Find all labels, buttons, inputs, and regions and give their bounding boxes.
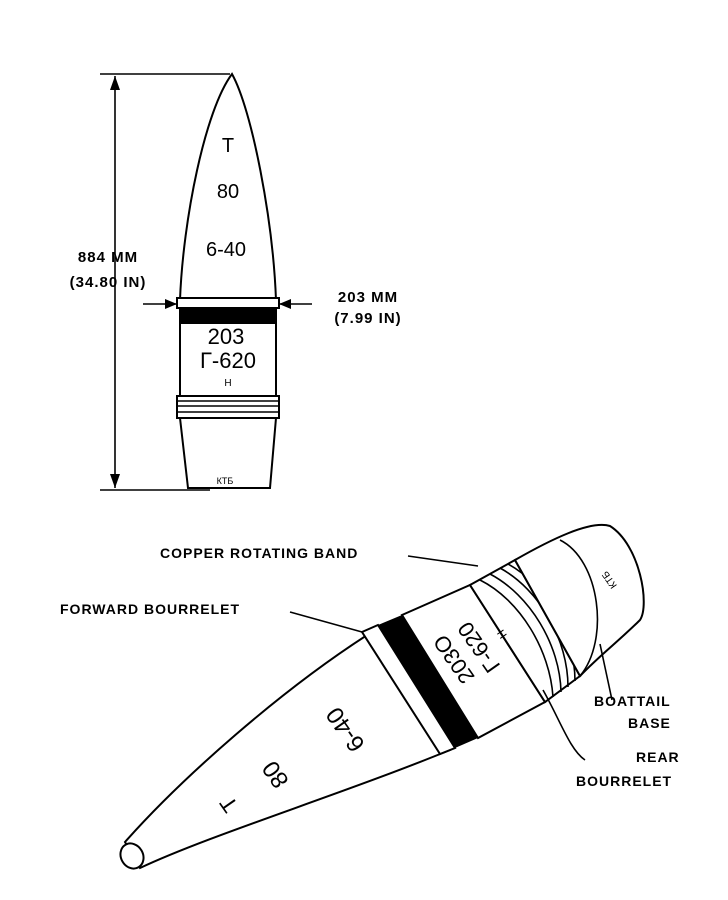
label-forward-bourrelet: FORWARD BOURRELET (60, 601, 240, 617)
marking-band (179, 309, 277, 323)
label-rear-line1: REAR (636, 749, 680, 765)
arrowhead-right-icon (165, 299, 177, 309)
boattail (178, 417, 278, 489)
nose-tip (119, 842, 145, 870)
leader-rear-bourrelet (542, 689, 586, 761)
band-groove-b (489, 573, 562, 693)
side-view-projectile: T 80 6-40 203 Г-620 Н КТБ 884 MM (34.80 … (70, 72, 401, 491)
label-boattail-line1: BOATTAIL (594, 693, 671, 709)
base-mark: КТБ (217, 476, 234, 486)
label-rear-line2: BOURRELET (576, 773, 672, 789)
band-groove-a (479, 579, 554, 698)
body-mark-n: Н (224, 378, 231, 389)
arrowhead-left-icon (279, 299, 291, 309)
arrowhead-up-icon (110, 76, 120, 90)
leader-boattail (599, 643, 613, 701)
diameter-in-label: (7.99 IN) (334, 310, 401, 327)
forward-bourrelet-ring (176, 297, 280, 309)
length-mm-label: 884 MM (78, 249, 138, 266)
perspective-marking-band (378, 615, 478, 748)
nose-mark-80: 80 (217, 181, 239, 203)
cylindrical-body (179, 322, 277, 397)
body-mark-203: 203 (208, 324, 245, 349)
nose-mark-t: T (222, 135, 234, 157)
arrowhead-down-icon (110, 474, 120, 488)
perspective-view-projectile: T 80 6-40 203O Г-620 Н КТБ COPPER ROTATI… (60, 523, 680, 870)
diameter-mm-label: 203 MM (338, 289, 398, 306)
boattail-edge (559, 539, 599, 677)
body-mark-g620: Г-620 (200, 348, 256, 373)
nose-mark-6-40: 6-40 (206, 239, 246, 261)
rotating-band (176, 395, 280, 419)
leader-rotating-band (407, 555, 479, 567)
perspective-boattail (513, 523, 645, 678)
label-boattail-line2: BASE (628, 715, 671, 731)
length-in-label: (34.80 IN) (70, 274, 147, 291)
leader-forward-bourrelet (289, 611, 363, 633)
label-copper-rotating-band: COPPER ROTATING BAND (160, 545, 358, 561)
